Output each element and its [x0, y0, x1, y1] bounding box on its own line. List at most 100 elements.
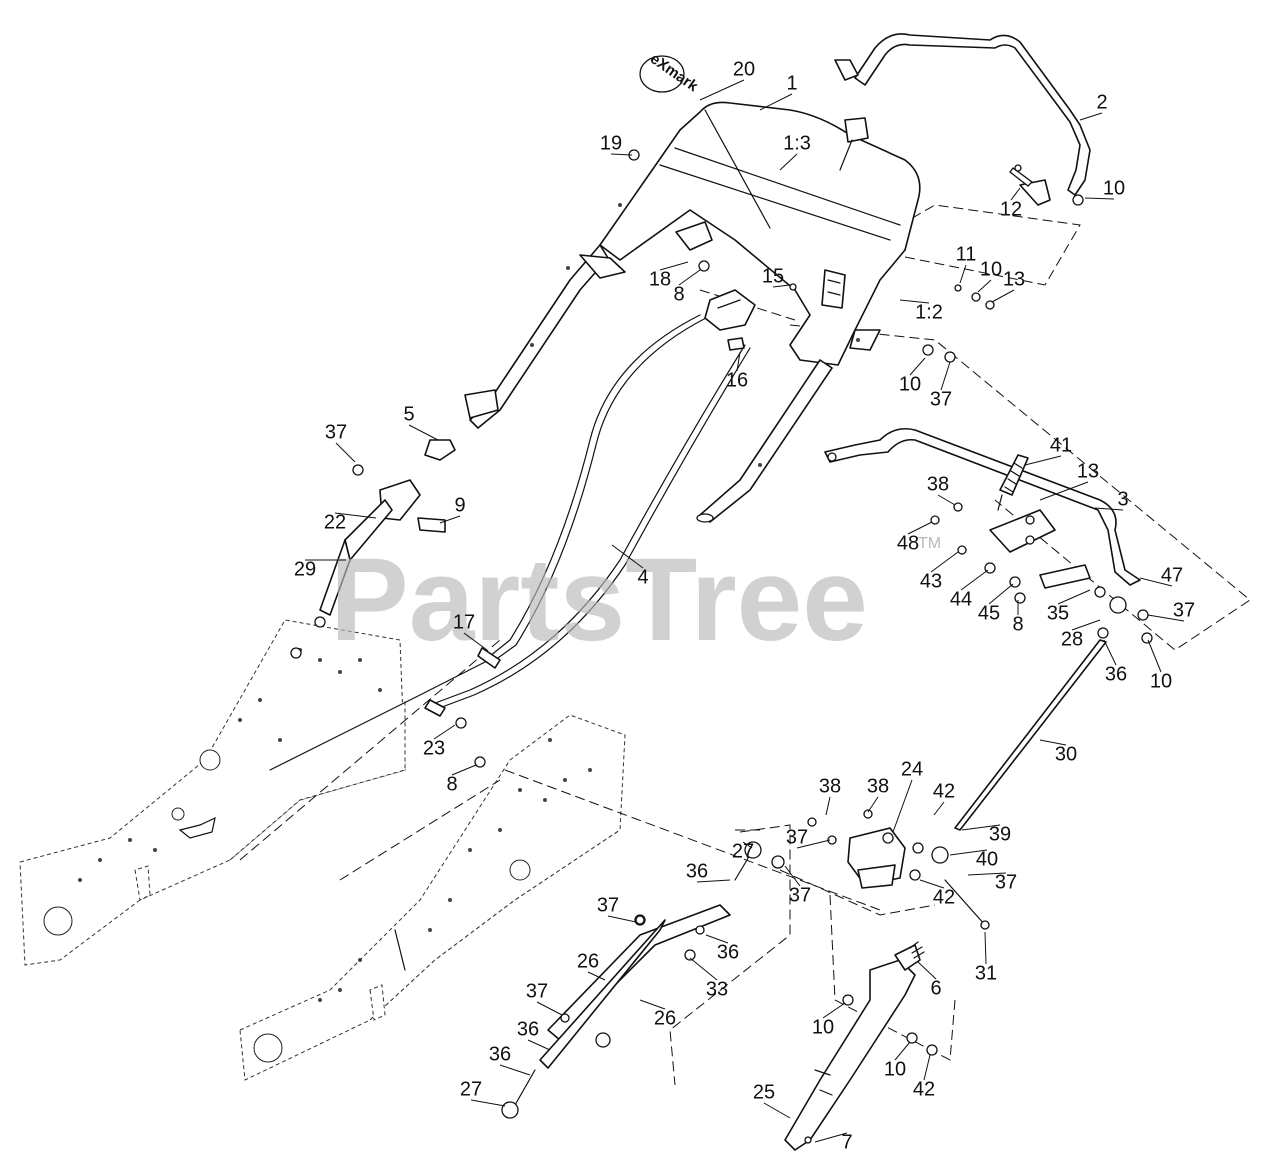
callout-leader	[949, 849, 988, 856]
callout-leader	[433, 724, 456, 740]
callout-leader	[736, 351, 741, 372]
callout-leader	[659, 261, 689, 271]
callout-label: 37	[995, 871, 1017, 893]
callout-label: 36	[686, 860, 708, 882]
callout-label: 37	[789, 884, 811, 906]
callout-leader	[408, 424, 439, 441]
callout-label: 2	[1096, 91, 1107, 113]
callout-label: 35	[1047, 602, 1069, 624]
control-cables	[269, 314, 751, 771]
watermark-text: PartsTree	[330, 534, 868, 666]
callout-label: 33	[706, 978, 728, 1000]
callout-label: 42	[933, 780, 955, 802]
upper-handle-assembly	[464, 101, 921, 523]
callout-label: 28	[1061, 628, 1083, 650]
callout-leader	[1084, 197, 1115, 200]
callout-label: 39	[989, 823, 1011, 845]
callout-leader	[937, 494, 956, 506]
callout-leader	[527, 1039, 551, 1051]
callout-label: 4	[637, 566, 648, 588]
callout-leader	[923, 1054, 931, 1081]
callout-leader	[917, 961, 937, 980]
callout-leader	[1103, 639, 1117, 666]
callout-label: 27	[460, 1078, 482, 1100]
callout-label: 13	[1077, 460, 1099, 482]
callout-leader	[894, 1041, 911, 1061]
cable-lever-16	[704, 289, 756, 351]
callout-leader	[1039, 481, 1089, 501]
callout-label: 3	[1117, 488, 1128, 510]
callout-leader	[610, 153, 633, 156]
callout-leader	[930, 551, 959, 573]
lever-25	[784, 941, 938, 1151]
callout-label: 36	[717, 941, 739, 963]
callout-label: 36	[489, 1043, 511, 1065]
callout-label: 30	[1055, 743, 1077, 765]
callout-label: 42	[933, 886, 955, 908]
callout-label: 37	[1173, 599, 1195, 621]
callout-label: 26	[577, 950, 599, 972]
callout-label: 19	[600, 132, 622, 154]
callout-leader	[742, 841, 753, 849]
callout-label: 7	[841, 1131, 852, 1153]
callout-leader	[611, 544, 644, 569]
right-frame-plate	[239, 714, 626, 1081]
callout-leader	[867, 796, 879, 813]
watermark: PartsTree TM	[330, 534, 941, 666]
callout-leader	[772, 284, 791, 288]
callout-label: 47	[1161, 564, 1183, 586]
callout-leader	[705, 934, 729, 944]
callout-label: 1:3	[783, 132, 811, 154]
callout-label: 10	[812, 1016, 834, 1038]
callout-leader	[1139, 577, 1173, 587]
callout-leader	[1024, 455, 1062, 466]
callout-leader	[822, 1002, 846, 1019]
callout-label: 17	[453, 611, 475, 633]
callout-label: 42	[913, 1078, 935, 1100]
callout-label: 5	[403, 403, 414, 425]
callout-label: 43	[920, 570, 942, 592]
callout-leader	[919, 879, 945, 889]
links-26-27	[501, 841, 785, 1119]
callout-label: 38	[867, 775, 889, 797]
watermark-trademark: TM	[918, 535, 941, 552]
callout-leader	[696, 879, 731, 883]
callout-leader	[960, 569, 989, 591]
callout-leader	[699, 79, 745, 101]
callout-label: 20	[733, 58, 755, 80]
callout-label: 1	[786, 72, 797, 94]
callout-leader	[991, 289, 1015, 303]
callout-label: 1:2	[915, 301, 943, 323]
callout-leader	[1079, 112, 1103, 121]
callout-label: 31	[975, 962, 997, 984]
callout-label: 36	[517, 1018, 539, 1040]
callout-leader	[892, 779, 913, 833]
callout-label: 6	[930, 977, 941, 999]
callout-leader	[933, 801, 945, 816]
left-frame-plate	[19, 616, 406, 966]
callout-label: 48	[897, 532, 919, 554]
callout-leader	[334, 512, 377, 519]
left-lower-handle-mount	[319, 439, 456, 616]
callout-leader	[899, 299, 930, 304]
callout-label: 10	[980, 258, 1002, 280]
callout-label: 40	[976, 848, 998, 870]
callout-leader	[587, 971, 606, 981]
callout-leader	[470, 1099, 506, 1107]
callout-label: 26	[654, 1007, 676, 1029]
callout-label: 38	[927, 473, 949, 495]
callout-leader	[1094, 507, 1124, 511]
callout-label: 15	[762, 265, 784, 287]
callout-leader	[536, 1001, 563, 1016]
callout-leader	[1147, 614, 1185, 622]
callout-label: 27	[732, 840, 754, 862]
callout-label: 37	[325, 421, 347, 443]
callout-label: 37	[930, 388, 952, 410]
callout-leader	[1039, 739, 1067, 746]
callout-label: 16	[726, 369, 748, 391]
callout-leader	[759, 93, 793, 111]
callout-leader	[940, 361, 951, 391]
callout-leader	[988, 583, 1014, 605]
